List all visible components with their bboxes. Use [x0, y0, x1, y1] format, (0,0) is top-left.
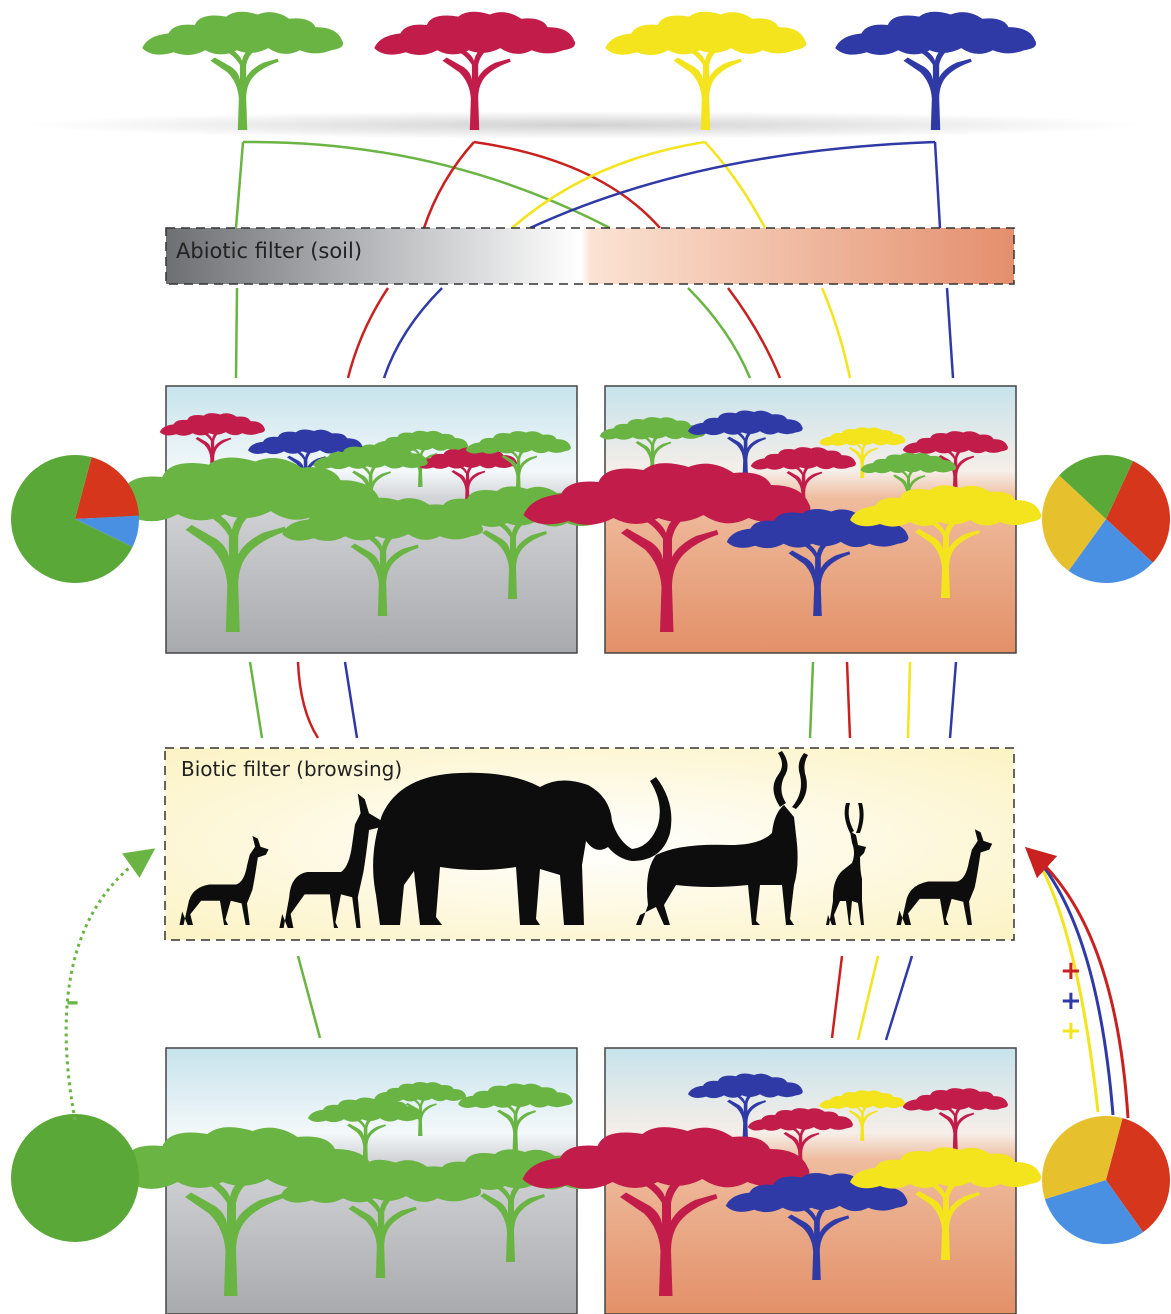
pie-slice-yellow: [1042, 1116, 1123, 1200]
pie-slice-red: [1106, 1118, 1170, 1233]
pie-chart-icon: [1042, 455, 1170, 583]
red-soil-community: [523, 385, 1042, 654]
pie-slice-red: [75, 457, 139, 519]
biotic-filter: [164, 747, 1015, 941]
pie-chart-icon: [1042, 1116, 1170, 1245]
pie-chart-icon: [10, 455, 139, 584]
pie-slice-red: [1106, 460, 1170, 563]
pie-slice-blue: [1068, 519, 1153, 583]
browsing-lines: [248, 661, 958, 1041]
yellow-positive-sign: +: [1060, 1016, 1082, 1046]
red-soil-final-community: [522, 1047, 1042, 1314]
abiotic-filter-label: Abiotic filter (soil): [176, 239, 363, 263]
negative-feedback-arrow: [64, 848, 156, 1121]
blue-positive-sign: +: [1060, 986, 1082, 1016]
ground-shadow: [25, 111, 1145, 139]
pie-chart-icon: [11, 1114, 139, 1242]
pie-slice-blue: [1044, 1180, 1144, 1245]
pie-slice-green: [11, 1114, 139, 1242]
negative-feedback-sign: –: [66, 987, 79, 1017]
grey-soil-final-community: [87, 1047, 607, 1314]
pie-slice-yellow: [1042, 475, 1106, 571]
pie-slice-blue: [75, 515, 139, 547]
pie-slice-green: [1059, 455, 1134, 519]
biotic-filter-label: Biotic filter (browsing): [181, 757, 403, 781]
dispersal-lines: [234, 140, 955, 379]
abiotic-filter: [165, 227, 1015, 285]
red-positive-sign: +: [1060, 956, 1082, 986]
grey-soil-community: [84, 385, 609, 654]
acacia-tree-icon: [835, 11, 1037, 130]
pie-slice-green: [10, 455, 133, 584]
acacia-tree-icon: [142, 11, 344, 130]
red-feedback-arrow: [1024, 846, 1130, 1119]
